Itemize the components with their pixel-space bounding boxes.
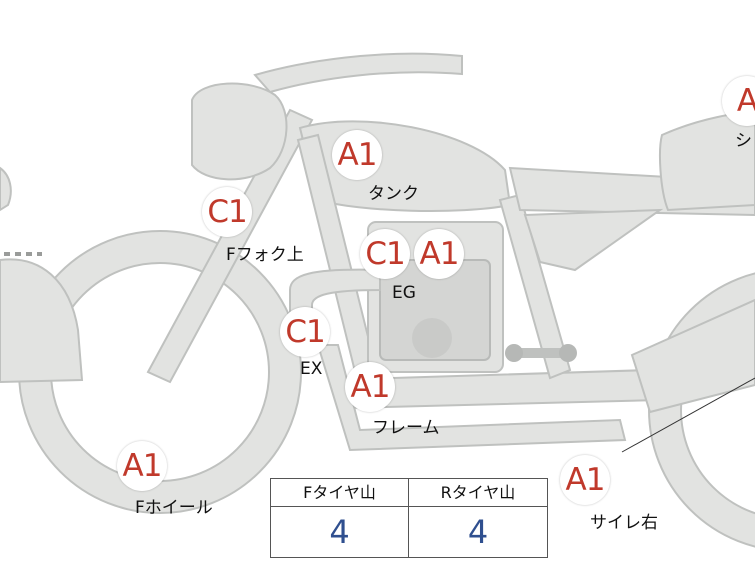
eg-grade-badge: A1 bbox=[414, 229, 464, 279]
tire-tread-table: Fタイヤ山 Rタイヤ山 4 4 bbox=[270, 478, 548, 558]
rear-tire-tread-header: Rタイヤ山 bbox=[409, 479, 547, 507]
front-fender-top bbox=[0, 166, 12, 212]
front-fender bbox=[0, 258, 84, 384]
pedal-right bbox=[559, 344, 577, 362]
eg-c-grade-badge: C1 bbox=[360, 229, 410, 279]
rear-wheel-tire-inner bbox=[650, 274, 755, 546]
brake-pedal bbox=[510, 348, 572, 358]
side-panel bbox=[523, 208, 664, 272]
ex-label: EX bbox=[300, 359, 323, 379]
seat-grade-badge: A bbox=[722, 76, 755, 126]
headlight bbox=[191, 82, 288, 181]
frame-rear bbox=[498, 193, 572, 380]
silencer bbox=[630, 298, 755, 414]
front-tire-tread-header: Fタイヤ山 bbox=[271, 479, 409, 507]
f-fork-upper-grade-badge: C1 bbox=[202, 187, 252, 237]
seat bbox=[659, 110, 755, 212]
f-wheel-grade-badge: A1 bbox=[117, 441, 167, 491]
eg-label: EG bbox=[392, 283, 416, 303]
f-wheel-label: Fホイール bbox=[135, 498, 213, 518]
silencer-right-grade-badge: A1 bbox=[560, 455, 610, 505]
tank-grade-badge: A1 bbox=[332, 130, 382, 180]
exhaust-lower bbox=[316, 344, 627, 452]
leader-line bbox=[621, 377, 755, 453]
f-fork-upper-label: Fフォク上 bbox=[226, 245, 304, 265]
exhaust-pipe bbox=[289, 268, 381, 336]
tank-label: タンク bbox=[368, 184, 419, 204]
seat-label: シ bbox=[735, 131, 752, 151]
front-tire-tread-value: 4 bbox=[271, 507, 409, 557]
frame-label: フレーム bbox=[372, 418, 440, 438]
frame-grade-badge: A1 bbox=[345, 362, 395, 412]
pedal-left bbox=[505, 344, 523, 362]
rear-tire-tread-value: 4 bbox=[467, 513, 489, 551]
ex-grade-badge: C1 bbox=[280, 307, 330, 357]
handlebar bbox=[253, 52, 463, 94]
silencer-right-label: サイレ右 bbox=[590, 513, 658, 533]
engine-cover bbox=[412, 318, 452, 358]
